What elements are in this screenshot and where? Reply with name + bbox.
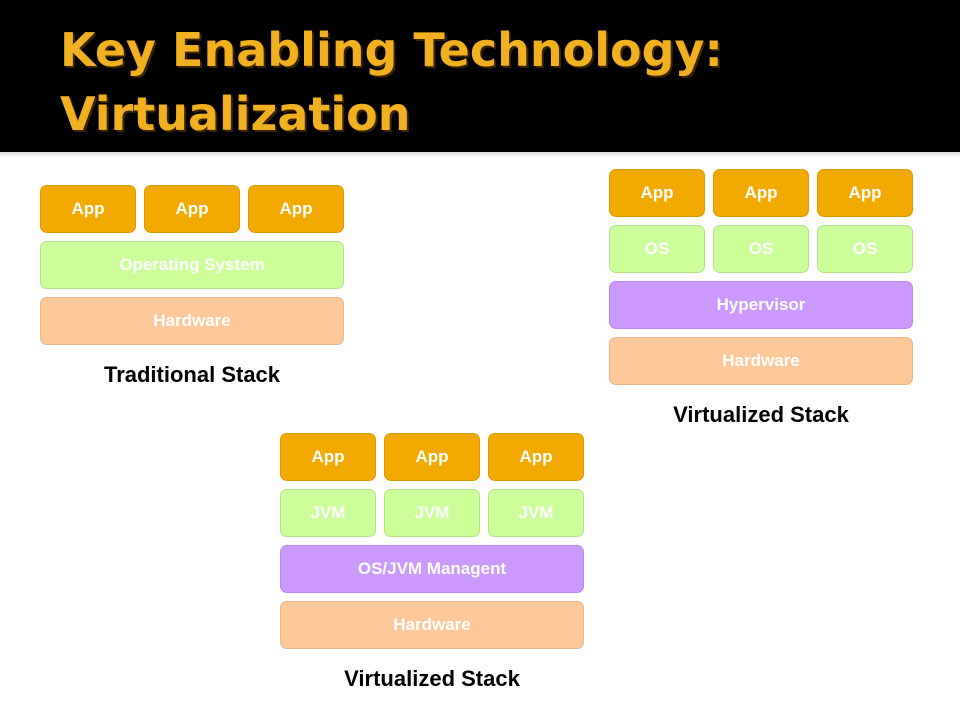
virtualized-os-block: OS [713,225,809,273]
jvm-stack-app-block: App [280,433,376,481]
jvm-stack-hardware-block: Hardware [280,601,584,649]
traditional-app-block: App [40,185,136,233]
jvm-stack-app-block: App [384,433,480,481]
traditional-app-block: App [248,185,344,233]
title-divider [0,152,960,158]
jvm-block: JVM [384,489,480,537]
hypervisor-block: Hypervisor [609,281,913,329]
jvm-stack-app-block: App [488,433,584,481]
traditional-app-block: App [144,185,240,233]
virtualized-app-block: App [713,169,809,217]
virtualized-app-block: App [609,169,705,217]
os-jvm-manager-block: OS/JVM Managent [280,545,584,593]
virtualized-hardware-block: Hardware [609,337,913,385]
virtualized-stack-caption: Virtualized Stack [673,402,849,427]
virtualized-app-block: App [817,169,913,217]
traditional-hardware-block: Hardware [40,297,344,345]
virtualized-os-block: OS [609,225,705,273]
virtualized-os-block: OS [817,225,913,273]
jvm-stack-caption: Virtualized Stack [344,666,520,691]
slide-title-line-2: Virtualization [60,87,411,141]
traditional-os-block: Operating System [40,241,344,289]
jvm-block: JVM [280,489,376,537]
traditional-stack-caption: Traditional Stack [103,362,281,387]
title-bar: Key Enabling Technology: Virtualization [0,0,960,152]
slide-title-line-1: Key Enabling Technology: [60,23,723,77]
jvm-block: JVM [488,489,584,537]
